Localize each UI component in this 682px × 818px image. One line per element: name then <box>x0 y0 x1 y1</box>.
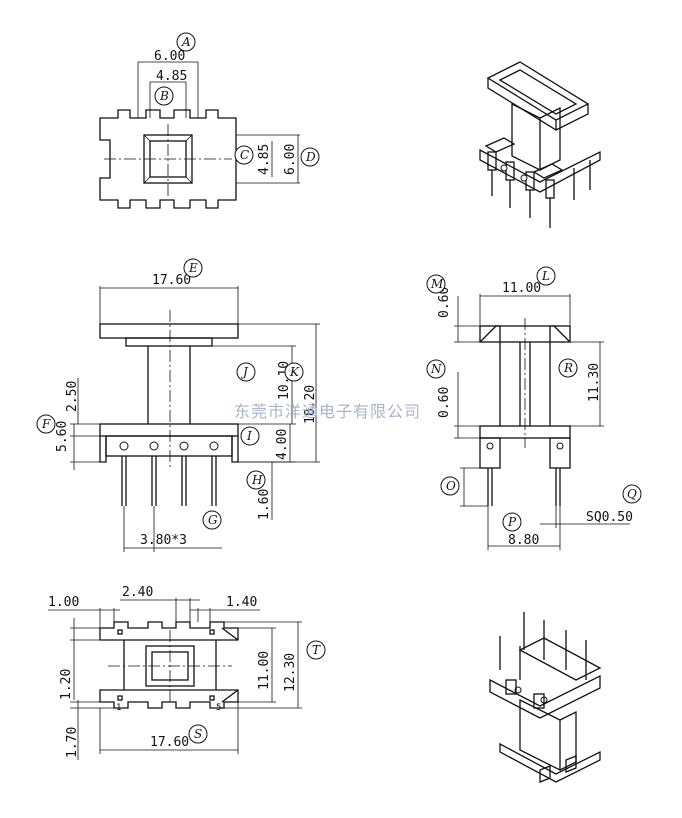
dim-2.40: 2.40 <box>122 585 153 600</box>
callout-A: A <box>176 32 196 52</box>
dim-12.30: 12.30 <box>283 653 298 692</box>
svg-text:N: N <box>430 362 442 376</box>
dim-18.20: 18.20 <box>303 385 318 424</box>
dim-17.60-front: 17.60 <box>152 273 191 288</box>
front-view <box>70 286 320 552</box>
svg-text:G: G <box>208 513 218 527</box>
dim-5.60: 5.60 <box>55 421 70 452</box>
bottom-view <box>48 598 302 760</box>
callout-S: S <box>188 724 208 744</box>
callout-P: P <box>502 512 522 532</box>
callout-F: F <box>36 414 56 434</box>
svg-text:T: T <box>312 643 321 657</box>
pin-5-mark: 5 <box>216 703 221 713</box>
dim-0.60-n: 0.60 <box>437 387 452 418</box>
callout-E: E <box>183 258 203 278</box>
side-view <box>454 294 630 550</box>
svg-text:S: S <box>194 727 202 741</box>
dim-4.85-side: 4.85 <box>257 144 272 175</box>
dim-11.00-side: 11.00 <box>502 281 541 296</box>
svg-text:O: O <box>446 479 456 493</box>
dim-1.00: 1.00 <box>48 595 79 610</box>
svg-text:L: L <box>541 269 550 283</box>
dim-3.80x3: 3.80*3 <box>140 533 187 548</box>
svg-text:M: M <box>430 277 444 291</box>
callout-T: T <box>306 640 326 660</box>
callout-Q: Q <box>622 484 642 504</box>
svg-text:I: I <box>246 429 252 443</box>
dim-11.00-bottom: 11.00 <box>257 651 272 690</box>
callout-O: O <box>440 476 460 496</box>
dim-1.20: 1.20 <box>59 669 74 700</box>
dim-8.80: 8.80 <box>508 533 539 548</box>
callout-N: N <box>426 359 446 379</box>
callout-L: L <box>536 266 556 286</box>
callout-G: G <box>202 510 222 530</box>
dim-11.30: 11.30 <box>587 363 602 402</box>
dim-1.40: 1.40 <box>226 595 257 610</box>
svg-text:R: R <box>563 361 573 375</box>
svg-text:K: K <box>289 365 300 379</box>
svg-text:E: E <box>188 261 198 275</box>
svg-text:A: A <box>181 35 191 49</box>
callout-M: M <box>426 274 446 294</box>
dim-sq0.50: SQ0.50 <box>586 510 633 525</box>
dim-2.50: 2.50 <box>65 381 80 412</box>
dim-1.60: 1.60 <box>257 489 272 520</box>
svg-text:H: H <box>251 473 263 487</box>
svg-text:Q: Q <box>627 487 637 501</box>
callout-C: C <box>234 145 254 165</box>
callout-D: D <box>300 147 320 167</box>
dim-1.70: 1.70 <box>65 727 80 758</box>
svg-text:P: P <box>507 515 517 529</box>
isometric-view-bottom <box>489 612 602 783</box>
top-view <box>99 61 300 209</box>
callout-B: B <box>154 86 174 106</box>
svg-text:J: J <box>240 365 249 379</box>
company-watermark: 东莞市洋通电子有限公司 <box>234 402 421 421</box>
svg-text:D: D <box>305 150 316 164</box>
dim-4.85-top: 4.85 <box>156 69 187 84</box>
dim-4.00: 4.00 <box>275 429 290 460</box>
svg-text:F: F <box>41 417 51 431</box>
svg-text:C: C <box>240 148 249 162</box>
dim-6.00-top: 6.00 <box>154 49 185 64</box>
dim-0.60-m: 0.60 <box>437 287 452 318</box>
svg-text:B: B <box>159 89 169 103</box>
isometric-view-top <box>479 61 601 228</box>
dim-17.60-bottom: 17.60 <box>150 735 189 750</box>
callout-J: J <box>236 362 256 382</box>
dim-6.00-side: 6.00 <box>283 144 298 175</box>
callout-K: K <box>284 362 304 382</box>
callout-R: R <box>558 358 578 378</box>
callout-H: H <box>246 470 266 490</box>
callout-I: I <box>240 426 260 446</box>
pin-1-mark: 1 <box>116 703 121 713</box>
